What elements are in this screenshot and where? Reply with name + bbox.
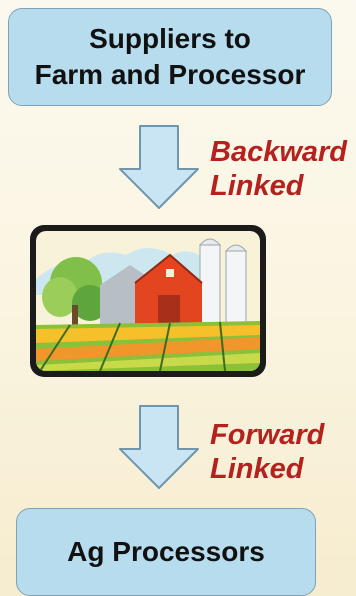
backward-linked-label: Backward Linked	[210, 135, 347, 203]
down-arrow-icon	[118, 124, 200, 210]
forward-linked-line2: Linked	[210, 452, 324, 486]
down-arrow-icon	[118, 404, 200, 490]
suppliers-box-line2: Farm and Processor	[35, 57, 306, 93]
farm-barn-silo-icon	[30, 225, 266, 377]
backward-linked-line2: Linked	[210, 169, 347, 203]
forward-linked-line1: Forward	[210, 418, 324, 452]
suppliers-box-line1: Suppliers to	[35, 21, 306, 57]
ag-processors-label: Ag Processors	[67, 534, 265, 570]
backward-linked-line1: Backward	[210, 135, 347, 169]
forward-linked-label: Forward Linked	[210, 418, 324, 486]
suppliers-box: Suppliers to Farm and Processor	[8, 8, 332, 106]
ag-processors-box: Ag Processors	[16, 508, 316, 596]
